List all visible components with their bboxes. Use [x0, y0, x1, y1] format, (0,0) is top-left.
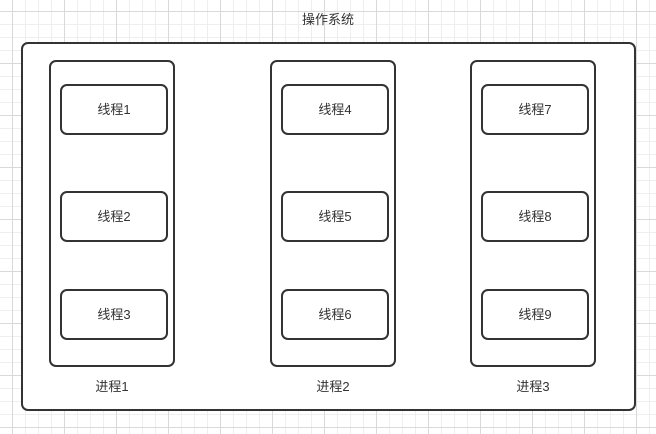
thread-box-5[interactable]: 线程5 — [281, 191, 389, 242]
thread-label: 线程6 — [318, 306, 352, 322]
process-label-2: 进程2 — [316, 379, 350, 394]
process-box-1[interactable]: 线程1 线程2 线程3 — [49, 60, 175, 367]
thread-box-1[interactable]: 线程1 — [60, 84, 168, 135]
process-box-2[interactable]: 线程4 线程5 线程6 — [270, 60, 396, 367]
thread-label: 线程5 — [318, 208, 352, 224]
process-label-3: 进程3 — [516, 379, 550, 394]
thread-label: 线程3 — [97, 306, 131, 322]
thread-label: 线程9 — [518, 306, 552, 322]
thread-box-9[interactable]: 线程9 — [481, 289, 589, 340]
thread-box-8[interactable]: 线程8 — [481, 191, 589, 242]
process-group-2: 线程4 线程5 线程6 进程2 — [270, 60, 396, 411]
thread-label: 线程7 — [518, 101, 552, 117]
thread-label: 线程4 — [318, 101, 352, 117]
thread-box-3[interactable]: 线程3 — [60, 289, 168, 340]
operating-system-container: 线程1 线程2 线程3 进程1 线程4 线程5 线程6 — [21, 42, 636, 411]
thread-box-6[interactable]: 线程6 — [281, 289, 389, 340]
thread-box-2[interactable]: 线程2 — [60, 191, 168, 242]
thread-label: 线程2 — [97, 208, 131, 224]
process-group-1: 线程1 线程2 线程3 进程1 — [49, 60, 175, 411]
process-group-3: 线程7 线程8 线程9 进程3 — [470, 60, 596, 411]
thread-box-7[interactable]: 线程7 — [481, 84, 589, 135]
diagram-title: 操作系统 — [301, 12, 354, 27]
thread-label: 线程8 — [518, 208, 552, 224]
process-box-3[interactable]: 线程7 线程8 线程9 — [470, 60, 596, 367]
process-label-1: 进程1 — [95, 379, 129, 394]
thread-label: 线程1 — [97, 101, 131, 117]
thread-box-4[interactable]: 线程4 — [281, 84, 389, 135]
